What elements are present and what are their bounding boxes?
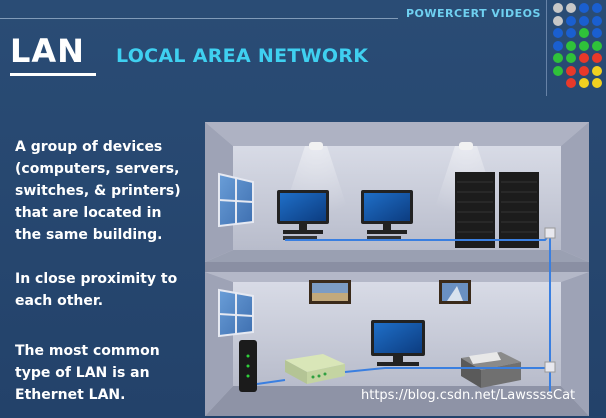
logo-dot: [566, 41, 576, 51]
logo-dot: [566, 66, 576, 76]
logo-dot: [579, 16, 589, 26]
logo-dot: [566, 28, 576, 38]
upper-right-wall: [561, 122, 589, 262]
logo-dot: [579, 66, 589, 76]
logo-dot: [592, 41, 602, 51]
logo-dot: [592, 28, 602, 38]
floor-slab: [205, 262, 589, 272]
logo-dot: [566, 53, 576, 63]
ceiling-light: [309, 142, 323, 150]
logo-dot: [579, 41, 589, 51]
logo-dot: [592, 16, 602, 26]
title-underline: [10, 73, 96, 76]
building-illustration: [205, 122, 589, 416]
logo-dot: [579, 28, 589, 38]
logo-dot: [579, 53, 589, 63]
upper-computer-2: [361, 190, 413, 240]
definition-text: A group of devices (computers, servers, …: [15, 136, 215, 246]
wall-picture-2: [439, 280, 471, 304]
wall-picture-1: [309, 280, 351, 304]
ethernet-text: The most common type of LAN is an Ethern…: [15, 340, 215, 406]
watermark: https://blog.csdn.net/LawssssCat: [361, 388, 575, 403]
logo-divider: [546, 0, 547, 96]
upper-computer-1: [277, 190, 329, 240]
dots-logo: [553, 3, 605, 89]
logo-dot: [553, 53, 563, 63]
logo-dot: [579, 3, 589, 13]
logo-dot: [566, 78, 576, 88]
logo-dot: [566, 3, 576, 13]
logo-dot: [592, 78, 602, 88]
logo-dot: [592, 66, 602, 76]
logo-dot: [566, 16, 576, 26]
slide-subtitle: LOCAL AREA NETWORK: [116, 45, 368, 67]
logo-dot: [553, 16, 563, 26]
logo-dot: [553, 3, 563, 13]
slide-title: LAN: [10, 32, 85, 70]
logo-dot: [553, 41, 563, 51]
logo-dot: [553, 28, 563, 38]
upper-floor: [205, 250, 589, 262]
logo-dot: [592, 53, 602, 63]
ceiling-light: [459, 142, 473, 150]
ceiling: [205, 122, 589, 146]
header-divider: [0, 18, 398, 19]
logo-dot: [553, 66, 563, 76]
proximity-text: In close proximity to each other.: [15, 268, 215, 312]
wall-jack: [545, 362, 555, 372]
wall-jack: [545, 228, 555, 238]
lower-ceiling: [205, 272, 589, 282]
logo-dot: [579, 78, 589, 88]
server-rack-2: [499, 172, 539, 248]
brand-label: POWERCERT VIDEOS: [406, 7, 541, 20]
server-rack-1: [455, 172, 495, 248]
logo-dot: [592, 3, 602, 13]
modem: [239, 340, 257, 392]
